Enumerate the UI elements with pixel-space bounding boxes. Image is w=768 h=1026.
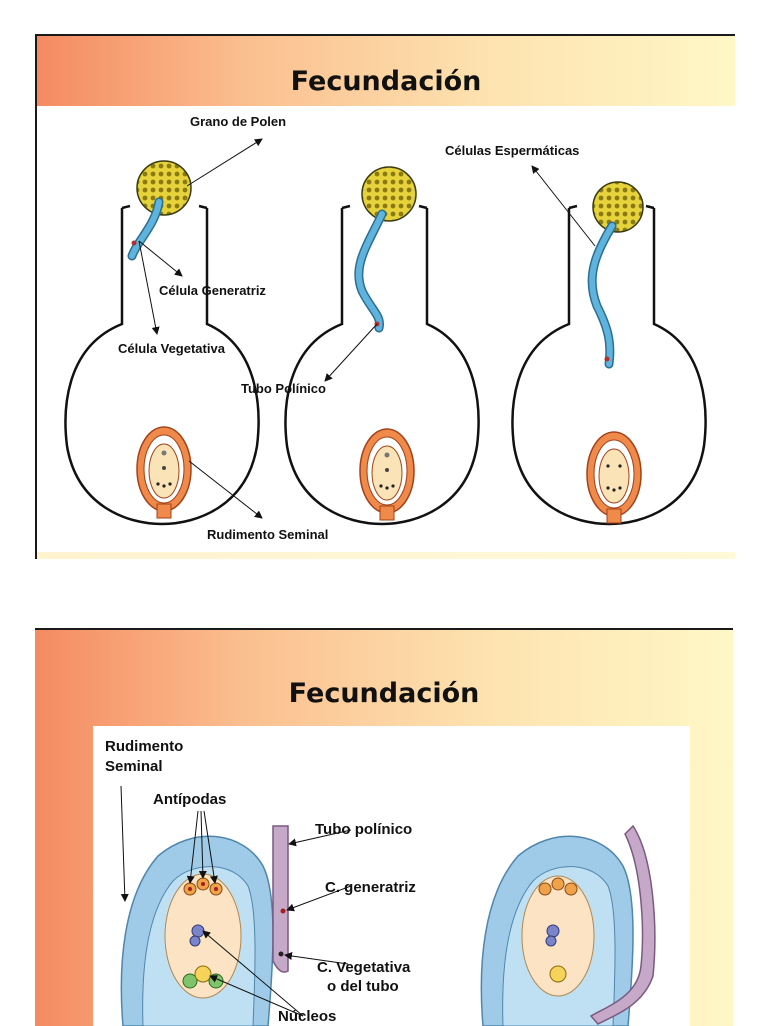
label-c-vegetativa-line1: C. Vegetativa — [317, 959, 411, 976]
slide-2: Fecundación — [35, 628, 733, 1026]
fecundacion-diagram-1: Grano de Polen Células Espermáticas Célu… — [64, 114, 707, 542]
label-celula-vegetativa: Célula Vegetativa — [118, 341, 226, 356]
pistil-3 — [511, 204, 707, 526]
tubo-polinico-shape-right — [589, 824, 656, 1025]
ovule-detail-left — [120, 835, 274, 1026]
label-c-generatriz: C. generatriz — [325, 879, 416, 896]
label-nucleos: Núcleos — [278, 1008, 336, 1025]
pollen-grain-3 — [592, 181, 644, 233]
pistil-2 — [284, 204, 480, 526]
slide-2-title: Fecundación — [288, 678, 480, 709]
label-celulas-espermaticas: Células Espermáticas — [445, 143, 579, 158]
label-antipodas: Antípodas — [153, 791, 226, 808]
tubo-polinico-shape-left — [272, 825, 289, 973]
slide-1-diagram-panel: Grano de Polen Células Espermáticas Célu… — [37, 106, 735, 552]
label-rudimento-line2: Seminal — [105, 758, 163, 775]
label-rudimento-seminal: Rudimento Seminal — [207, 527, 328, 542]
pistil-1 — [64, 204, 260, 526]
label-grano-polen: Grano de Polen — [190, 114, 286, 129]
ovule-detail-right — [480, 835, 634, 1026]
ovule-2 — [359, 428, 415, 521]
fecundacion-diagram-2: Rudimento Seminal Antípodas Tubo polínic… — [105, 738, 656, 1026]
slide-1-bottom-strip — [37, 552, 735, 559]
label-c-vegetativa-line2: o del tubo — [327, 978, 399, 995]
slide-1: Fecundación — [35, 34, 735, 559]
ovule-3 — [586, 431, 642, 524]
pollen-grain-1 — [136, 160, 192, 216]
slide-1-title: Fecundación — [290, 66, 482, 97]
ovule-1 — [136, 426, 192, 519]
label-celula-generatriz: Célula Generatriz — [159, 283, 266, 298]
label-rudimento-line1: Rudimento — [105, 738, 183, 755]
label-tubo-polinico: Tubo polínico — [315, 821, 412, 838]
label-tubo-polinico: Tubo Polínico — [241, 381, 326, 396]
slide-2-diagram-panel: Rudimento Seminal Antípodas Tubo polínic… — [93, 726, 690, 1026]
pollen-grain-2 — [361, 166, 417, 222]
